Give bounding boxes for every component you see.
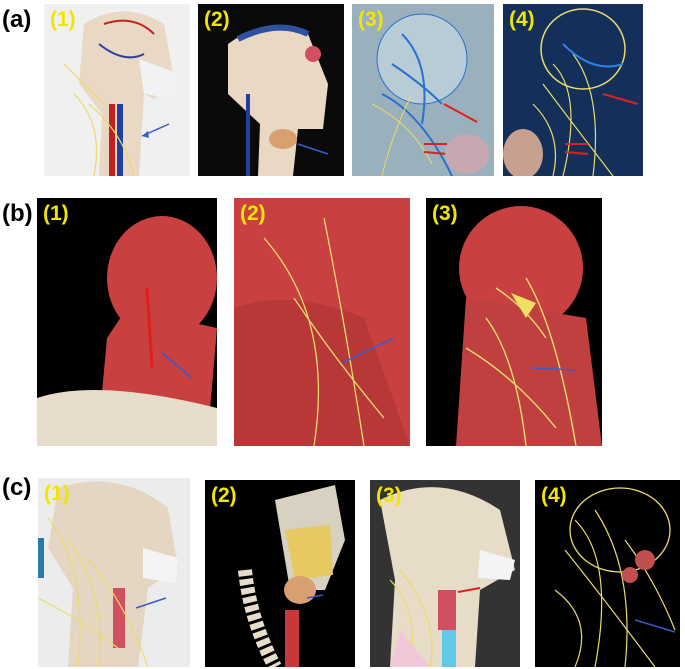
- panel-a2-label: (2): [204, 8, 230, 31]
- head-nerves-muscles-image: [426, 198, 602, 446]
- skull-larynx-image: [370, 480, 520, 667]
- head-veins-image: [198, 4, 344, 176]
- head-arteries-image: [44, 4, 190, 176]
- row-label-b: (b): [2, 200, 33, 227]
- neck-muscles-image: [37, 198, 217, 446]
- neck-nerves-xray-image: [352, 4, 494, 176]
- neck-muscle-nerves-image: [234, 198, 410, 446]
- panel-b2-label: (2): [240, 202, 266, 225]
- panel-b3-label: (3): [432, 202, 458, 225]
- panel-b1-label: (1): [43, 202, 69, 225]
- nerve-network-image: [535, 480, 680, 667]
- panel-b3: (3): [426, 198, 602, 446]
- panel-b2: (2): [234, 198, 410, 446]
- panel-c1-label: (1): [44, 482, 70, 505]
- panel-a4: (4): [503, 4, 643, 176]
- panel-c2: (2): [205, 480, 355, 667]
- panel-a1: (1): [44, 4, 190, 176]
- panel-a3: (3): [352, 4, 494, 176]
- panel-a4-label: (4): [509, 8, 535, 31]
- panel-a2: (2): [198, 4, 344, 176]
- panel-a3-label: (3): [358, 8, 384, 31]
- neck-nerves-vr-image: [503, 4, 643, 176]
- panel-c4-label: (4): [541, 484, 567, 507]
- skull-neck-nerves-image: [38, 478, 190, 667]
- panel-c3: (3): [370, 480, 520, 667]
- row-label-a: (a): [2, 6, 32, 33]
- panel-c1: (1): [38, 478, 190, 667]
- panel-c4: (4): [535, 480, 680, 667]
- spine-throat-image: [205, 480, 355, 667]
- panel-a1-label: (1): [50, 8, 76, 31]
- panel-b1: (1): [37, 198, 217, 446]
- row-label-c: (c): [2, 474, 32, 501]
- panel-c3-label: (3): [376, 484, 402, 507]
- panel-c2-label: (2): [211, 484, 237, 507]
